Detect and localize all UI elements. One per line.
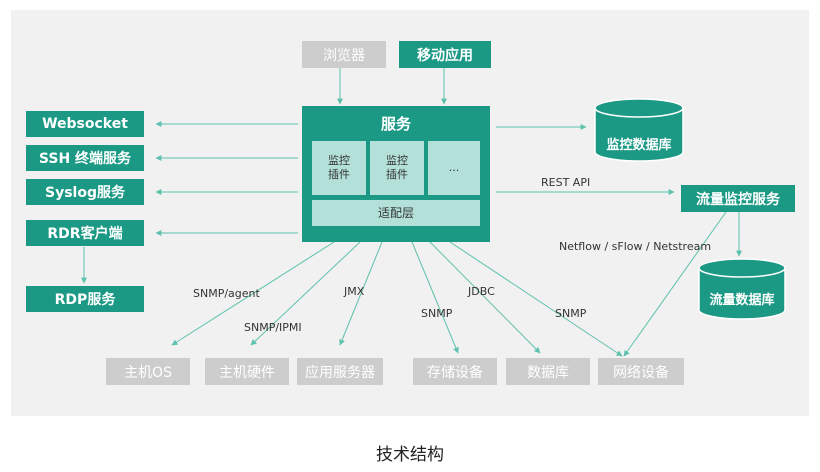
ssh-terminal-box: SSH 终端服务 <box>26 145 144 171</box>
edge-service-hostos <box>171 241 335 346</box>
host-os-box: 主机OS <box>106 358 190 385</box>
database-icon <box>698 258 786 320</box>
plugin-more: ... <box>428 141 480 195</box>
edge-service-network <box>449 241 623 357</box>
websocket-box: Websocket <box>26 111 144 137</box>
label-jdbc: JDBC <box>468 285 495 298</box>
adapter-layer: 适配层 <box>312 200 480 226</box>
diagram-caption: 技术结构 <box>376 445 444 465</box>
network-device-box: 网络设备 <box>598 358 684 385</box>
monitor-database-label: 监控数据库 <box>606 138 672 153</box>
monitor-plugin-2: 监控 插件 <box>370 141 424 195</box>
database-icon <box>594 98 684 162</box>
label-netflow: Netflow / sFlow / Netstream <box>559 240 712 253</box>
label-snmp-ipmi: SNMP/IPMI <box>244 321 302 334</box>
browser-box: 浏览器 <box>302 41 386 68</box>
syslog-box: Syslog服务 <box>26 179 144 205</box>
rdp-service-box: RDP服务 <box>26 286 144 312</box>
rdr-client-box: RDR客户端 <box>26 220 144 246</box>
edge-service-appserver <box>339 241 383 346</box>
edge-service-database <box>429 241 541 354</box>
edge-flow-network <box>623 211 727 357</box>
app-server-box: 应用服务器 <box>297 358 383 385</box>
flow-database: 流量数据库 <box>698 258 786 320</box>
label-snmp-storage: SNMP <box>421 307 453 320</box>
database-box: 数据库 <box>506 358 590 385</box>
label-snmp-network: SNMP <box>555 307 587 320</box>
flow-monitor-service-box: 流量监控服务 <box>681 185 795 212</box>
label-jmx: JMX <box>344 285 365 298</box>
label-rest-api: REST API <box>541 176 591 189</box>
storage-device-box: 存储设备 <box>413 358 497 385</box>
edge-service-hosthw <box>250 241 361 346</box>
label-snmp-agent: SNMP/agent <box>193 287 260 300</box>
mobile-app-box: 移动应用 <box>399 41 491 68</box>
monitor-database: 监控数据库 <box>594 98 684 162</box>
host-hardware-box: 主机硬件 <box>205 358 289 385</box>
flow-database-label: 流量数据库 <box>709 293 775 308</box>
edge-service-storage <box>411 241 459 354</box>
service-title: 服务 <box>380 115 411 133</box>
monitor-plugin-1: 监控 插件 <box>312 141 366 195</box>
